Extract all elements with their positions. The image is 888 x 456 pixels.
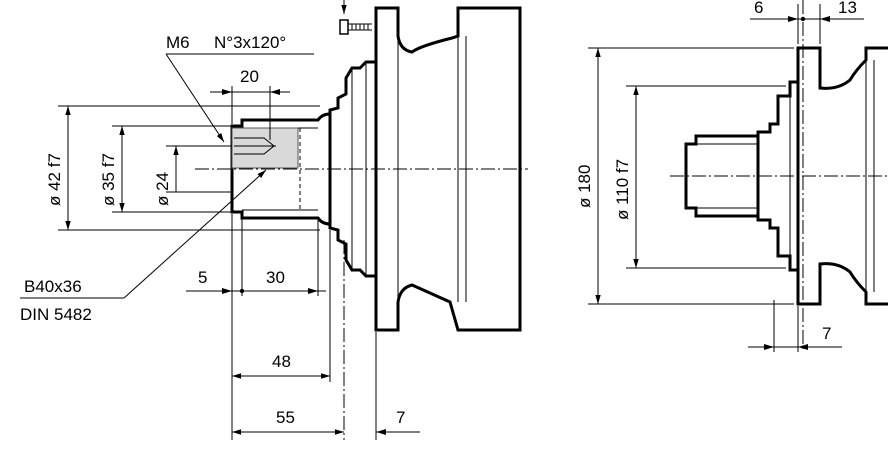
thread-leader [165, 53, 225, 143]
dim-5-30-dot [239, 288, 245, 294]
dia-24-label: ø 24 [153, 172, 172, 206]
left-side-view: 20 M6 N°3x120° ø 42 f7 ø 35 f7 ø 24 B40x… [20, 0, 528, 440]
dim-5-label: 5 [198, 268, 207, 287]
dia-180-label: ø 180 [575, 165, 594, 208]
spline-label-1: B40x36 [24, 277, 82, 296]
dim-7-left-arrow [376, 429, 386, 435]
dim-7-right-arrows [764, 344, 808, 350]
dim-55-label: 55 [276, 408, 295, 427]
dim-30-label: 30 [266, 268, 285, 287]
left-stepped-hub [328, 60, 376, 278]
spline-label-2: DIN 5482 [20, 305, 92, 324]
dim-13-arrow [820, 16, 830, 22]
dim-6-13-dot [800, 16, 806, 22]
dim-6-label: 6 [754, 0, 763, 17]
left-flange-body [374, 6, 522, 332]
dia-42-label: ø 42 f7 [45, 153, 64, 206]
dim-7-right-label: 7 [822, 324, 831, 343]
dim-6-arrow [788, 16, 798, 22]
dim-20-label: 20 [240, 67, 259, 86]
dia-35-label: ø 35 f7 [99, 153, 118, 206]
threaded-hole-section [231, 127, 299, 169]
dim-7-left-label: 7 [396, 408, 405, 427]
dim-48-label: 48 [272, 352, 291, 371]
holes-label: N°3x120° [214, 33, 286, 52]
right-shaft [684, 134, 758, 218]
spline-leader [123, 169, 267, 299]
dia-110-label: ø 110 f7 [613, 159, 632, 220]
dim-13-label: 13 [838, 0, 857, 17]
right-stepped-hub [756, 80, 798, 272]
left-splined-shaft [230, 112, 331, 226]
dim-5-arrow [222, 288, 232, 294]
bolt-icon [339, 19, 349, 35]
bolt-thread [348, 23, 372, 31]
thread-label: M6 [166, 33, 190, 52]
dim-30-arrow [308, 288, 318, 294]
right-flange-body [796, 46, 888, 306]
right-side-view: 6 13 ø 180 ø 110 f7 7 [575, 0, 888, 352]
